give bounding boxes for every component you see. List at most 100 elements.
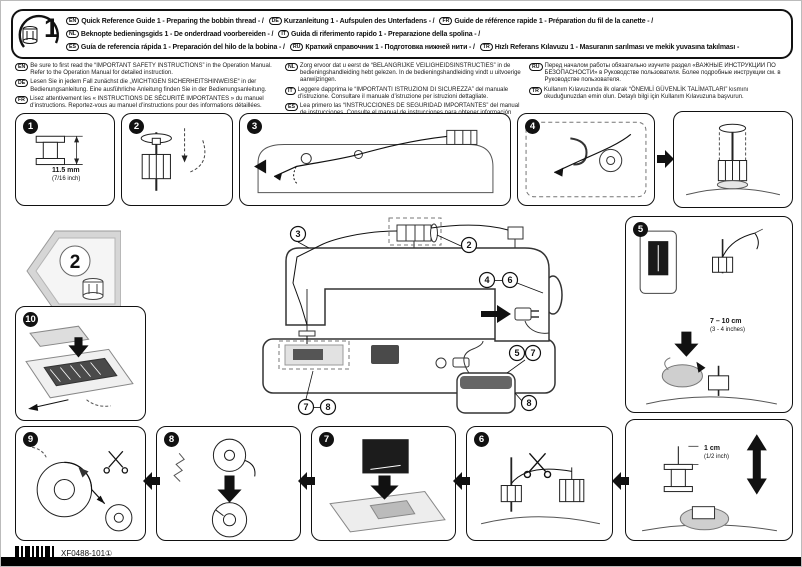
step-box-7: 7 (311, 426, 456, 541)
flow-arrow-left (453, 472, 470, 490)
bobbin-winding-diagram (639, 228, 777, 405)
thread-cutting-diagram (480, 452, 601, 525)
lang-badge-de: DE (15, 79, 29, 88)
note-text-tr: Kullanım Kılavuzunda ilk olarak “ÖNEMLİ … (543, 86, 749, 100)
lang-badge-en: EN (15, 63, 29, 71)
up-down-arrow (746, 434, 767, 495)
plug-arrow (481, 305, 511, 323)
svg-text:—: — (495, 276, 503, 285)
lang-badge-ru: RU (289, 43, 304, 51)
lang-badge-en: EN (66, 17, 80, 25)
bobbin-icon (82, 278, 104, 300)
svg-text:5: 5 (514, 348, 519, 358)
bobbin-cover (293, 349, 323, 360)
bobbin-case-threading-diagram (32, 446, 133, 532)
step-number-8: 8 (164, 432, 179, 447)
step-box-5: 5 7 – 10 cm (3 - 4 inches) (625, 216, 793, 413)
bobbin-winder (507, 226, 524, 248)
title-ru: Краткий справочник 1 - Подготовка нижней… (305, 43, 475, 51)
lang-badge-it: IT (278, 30, 289, 38)
lang-badge-fr: FR (15, 95, 28, 104)
note-text-en: Be sure to first read the “IMPORTANT SAF… (30, 63, 272, 77)
guide-part-1-logo: 1 (16, 11, 62, 57)
lang-badge-es: ES (285, 103, 298, 112)
step-number-5: 5 (633, 222, 648, 237)
svg-text:6: 6 (507, 275, 512, 285)
step-number-1: 1 (23, 119, 38, 134)
step-box-6: 6 (466, 426, 613, 541)
step-number-2: 2 (129, 119, 144, 134)
part-number: 1 (43, 13, 59, 43)
publisher-logo (15, 546, 54, 560)
title-en: Quick Reference Guide 1 - Preparing the … (81, 17, 264, 25)
dimension-value: 7 – 10 cm (710, 318, 742, 325)
upper-threading-diagram (254, 129, 494, 194)
note-text-ru: Перед началом работы обязательно изучите… (544, 63, 781, 84)
note-text-fr: Lisez attentivement les « INSTRUCTIONS D… (29, 95, 264, 110)
dimension-inch: (7/16 inch) (52, 176, 81, 182)
spool-pin-panel (673, 111, 793, 208)
lang-badge-tr: TR (479, 43, 493, 51)
dimension-inch: (1/2 inch) (704, 454, 730, 460)
svg-text:8: 8 (526, 398, 531, 408)
thread-length-check-diagram (642, 434, 777, 532)
winding-thread-path (430, 224, 509, 231)
machine-callouts: 3 2 4 — 6 5 7 7 — 8 8 (289, 225, 544, 416)
bobbin-height-dimension: 11.5 mm (7/16 inch) (52, 166, 80, 183)
step-box-1: 1 11.5 mm (7/16 inch) (15, 113, 115, 206)
needle-plate-cover-diagram (25, 325, 134, 411)
title-it: Guida di riferimento rapido 1 - Preparaz… (290, 30, 481, 38)
lang-badge-it: IT (285, 86, 296, 95)
flow-arrow-left (298, 472, 315, 490)
display-panel (371, 345, 399, 364)
step-number-10: 10 (23, 312, 38, 327)
bobbin-insertion-diagram (173, 438, 256, 538)
section-2-marker: 2 (26, 230, 121, 312)
lang-badge-nl: NL (66, 30, 79, 38)
thread-path (292, 230, 398, 326)
lang-badge-nl: NL (285, 63, 298, 71)
title-nl: Beknopte bedieningsgids 1 - De onderdraa… (80, 30, 274, 38)
flow-arrow-left (143, 472, 160, 490)
step-number-4: 4 (525, 119, 540, 134)
lang-badge-ru: RU (529, 63, 543, 71)
svg-text:7: 7 (303, 402, 308, 412)
step-number-6: 6 (474, 432, 489, 447)
title-fr: Guide de référence rapide 1 - Préparatio… (454, 17, 654, 25)
dimension-value: 11.5 mm (52, 167, 80, 174)
note-text-it: Leggere dapprima le “IMPORTANTI ISTRUZIO… (297, 86, 509, 100)
document-part-number: XF0488-101① (61, 549, 113, 558)
page-bottom-bar (1, 557, 801, 566)
spool (396, 223, 438, 248)
lang-badge-es: ES (66, 43, 79, 51)
power-cord (524, 320, 550, 334)
svg-text:—: — (313, 403, 321, 412)
step-box-2: 2 (121, 113, 233, 206)
presser-foot (298, 330, 316, 337)
step-box-9: 9 (15, 426, 146, 541)
note-text-de: Lesen Sie in jedem Fall zunächst die „WI… (30, 79, 267, 93)
bobbin-size-diagram (35, 135, 83, 166)
machine-body (285, 247, 550, 342)
spool-swirl-icon (18, 14, 59, 48)
svg-text:2: 2 (466, 240, 471, 250)
foot-pedal (456, 340, 516, 414)
thread-guide-detail-diagram (525, 121, 647, 198)
sewing-machine-illustration: 3 2 4 — 6 5 7 7 — 8 8 (262, 217, 563, 416)
lang-badge-de: DE (268, 17, 282, 25)
scissors-icon (523, 452, 552, 479)
dimension-inch: (3 - 4 inches) (710, 327, 746, 333)
dimension-value: 1 cm (704, 445, 720, 452)
step-number-7: 7 (319, 432, 334, 447)
